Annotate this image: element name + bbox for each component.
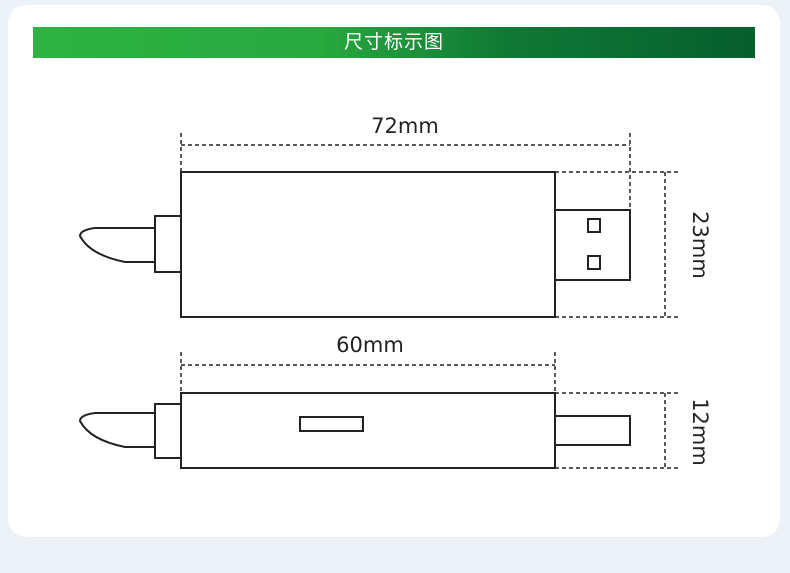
side-cable-stub (154, 403, 182, 459)
side-view: 60mm 12mm (78, 333, 712, 469)
top-view: 72mm 23mm (78, 114, 712, 318)
content-card (8, 5, 780, 537)
side-height-label: 12mm (688, 398, 712, 466)
side-dimension-lines (180, 352, 680, 469)
top-usb-plug (554, 209, 631, 281)
side-body (180, 392, 556, 469)
section-title-banner: 尺寸标示图 (33, 27, 755, 58)
usb-contact-2 (587, 255, 601, 270)
top-dimension-lines (180, 133, 680, 318)
side-length-label: 60mm (336, 333, 404, 357)
side-cable-tip (78, 412, 155, 448)
usb-contact-1 (587, 218, 601, 233)
top-cable-stub (154, 215, 182, 273)
top-cable-tip (78, 227, 155, 263)
top-height-label: 23mm (688, 211, 712, 279)
top-body (180, 171, 556, 318)
top-length-label: 72mm (371, 114, 439, 138)
side-usb-plug (554, 415, 631, 446)
side-slot (299, 416, 364, 432)
